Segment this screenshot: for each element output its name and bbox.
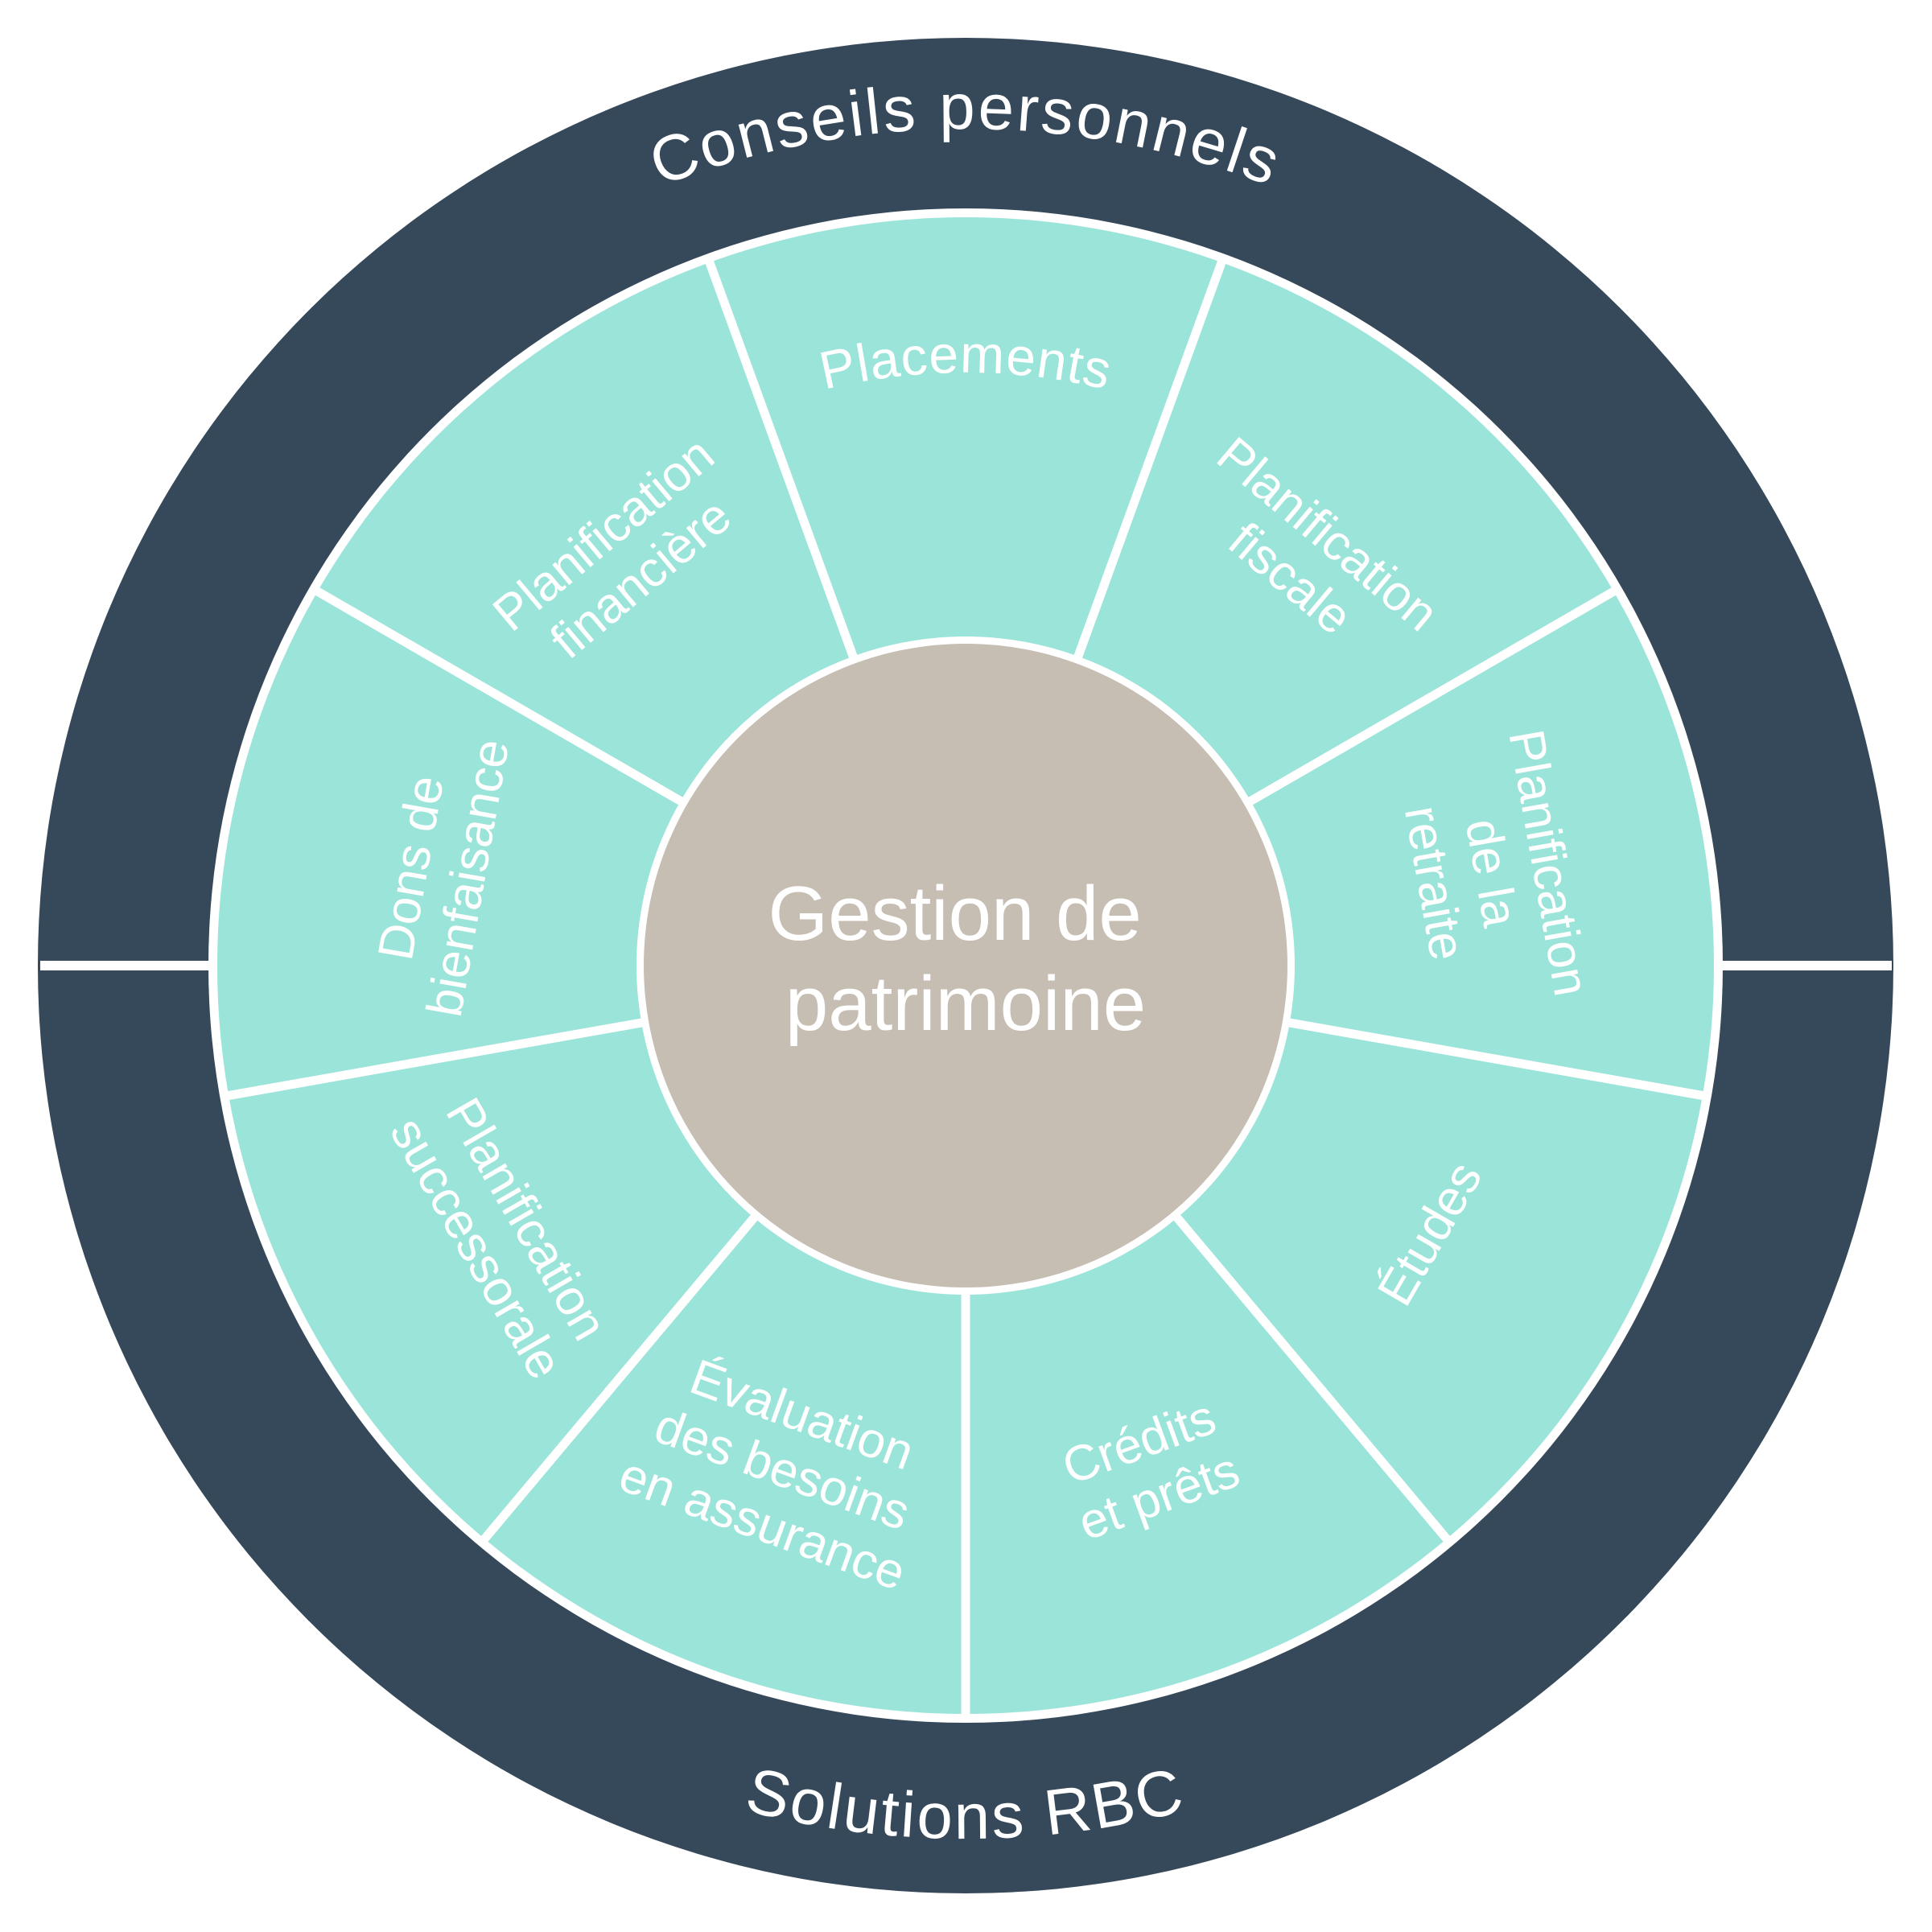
segment-label-dons-de-bienfaisance: Dons debienfaisance <box>360 725 520 1020</box>
segment-divider-340 <box>703 256 861 666</box>
center-circle <box>644 644 1287 1287</box>
segment-divider-300 <box>311 585 691 809</box>
segment-divider-260 <box>223 1016 652 1101</box>
segment-divider-100 <box>1279 1016 1708 1101</box>
segment-divider-220 <box>478 1208 764 1546</box>
center-title: Gestion de patrimoine <box>768 871 1164 1047</box>
segment-divider-140 <box>1168 1208 1453 1546</box>
segment-divider-20 <box>1070 256 1228 666</box>
segment-dividers <box>223 256 1708 1719</box>
segment-divider-60 <box>1240 585 1621 809</box>
